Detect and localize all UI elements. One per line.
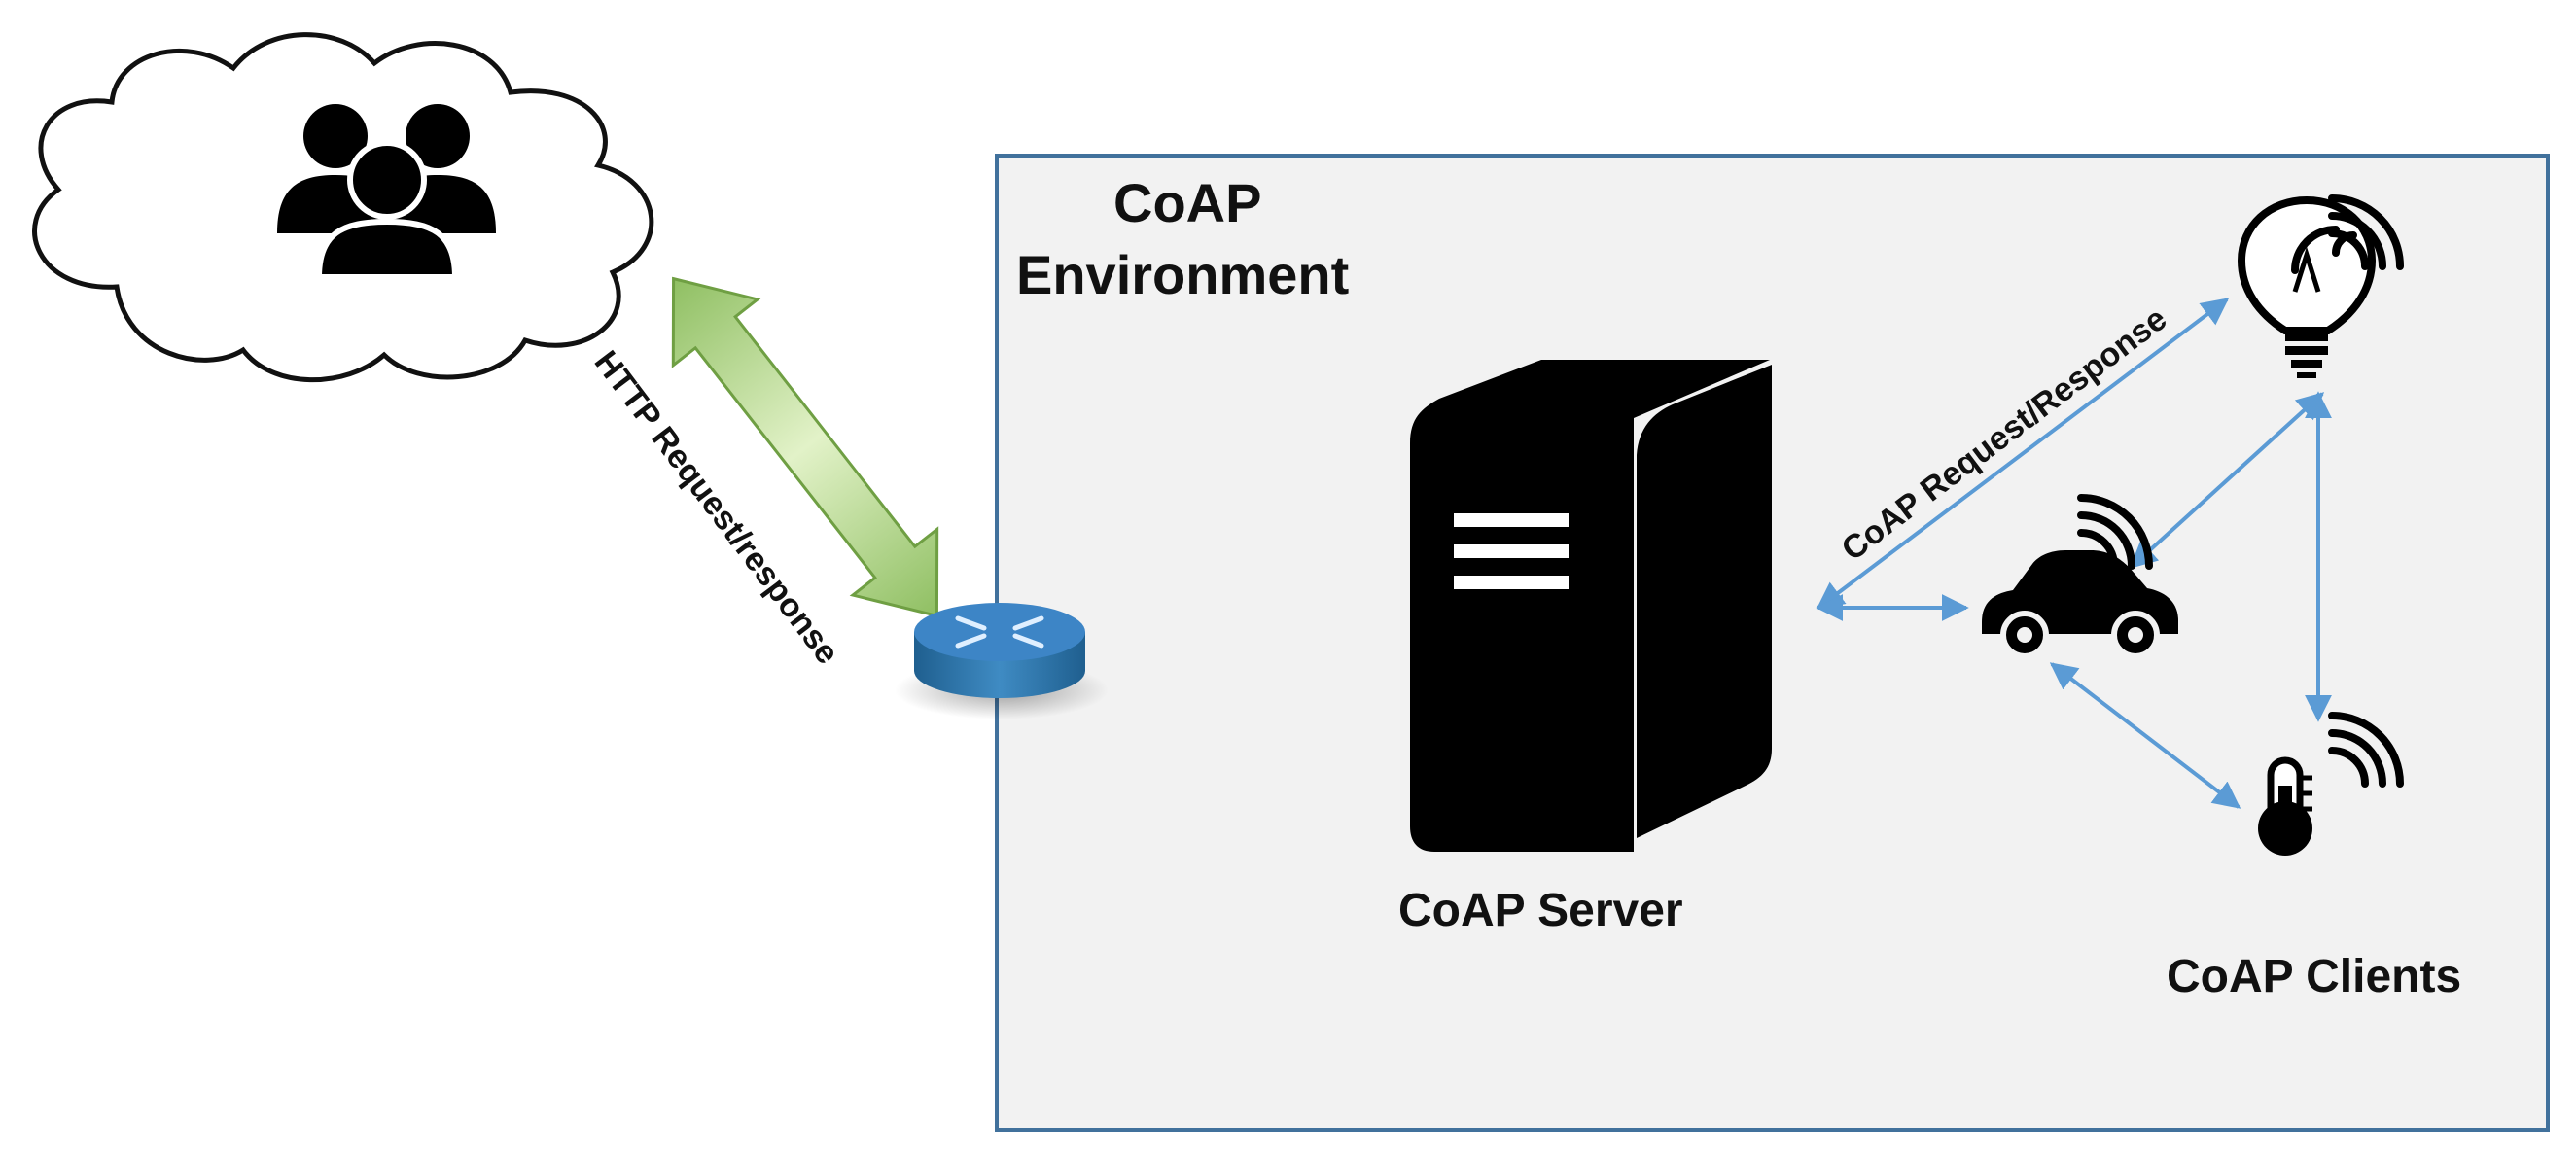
bulb-wireless-signal-icon xyxy=(2291,194,2404,274)
thermometer-icon xyxy=(2258,756,2312,856)
clients-label: CoAP Clients xyxy=(2167,951,2461,1002)
arrow-car-bulb xyxy=(2129,392,2325,569)
server-label: CoAP Server xyxy=(1398,885,1683,936)
car-icon xyxy=(1982,550,2178,659)
environment-title-line2: Environment xyxy=(1016,244,1349,305)
http-link-label: HTTP Request/response xyxy=(587,344,846,671)
car-wireless-signal-icon xyxy=(2077,494,2153,570)
users-group-icon xyxy=(277,104,496,280)
sensor-wireless-signal-icon xyxy=(2328,712,2404,788)
users-cloud xyxy=(32,32,654,383)
arrow-car-sensor xyxy=(2049,662,2241,809)
router-icon xyxy=(895,603,1109,719)
server-tower-icon xyxy=(1410,360,1772,852)
arrow-server-bulb xyxy=(1816,298,2230,610)
coap-arrows xyxy=(1816,298,2332,809)
environment-title-line1: CoAP xyxy=(1113,172,1261,233)
